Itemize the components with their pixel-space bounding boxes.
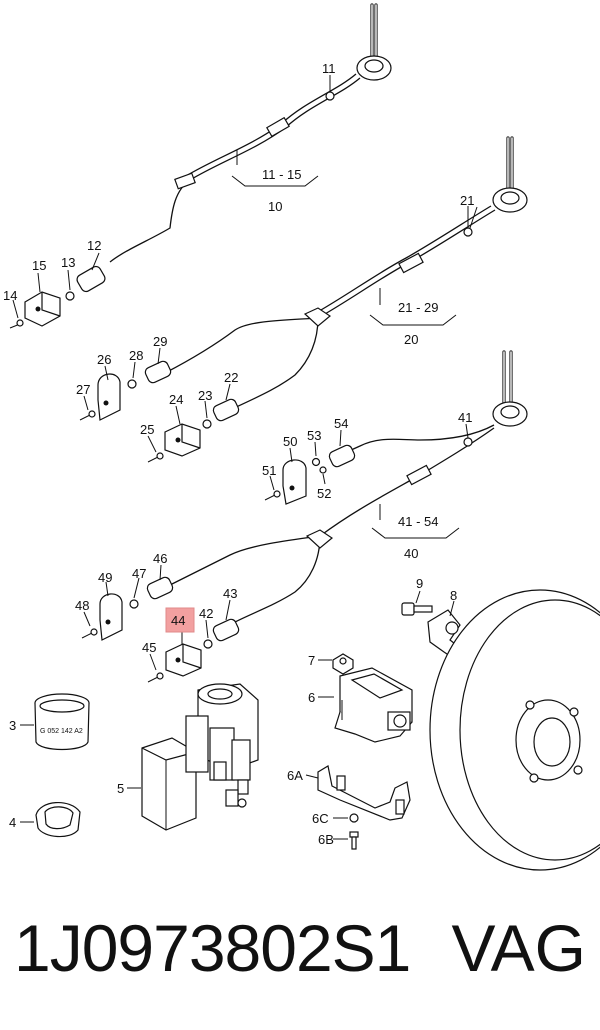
- callout-12: 12: [87, 238, 101, 253]
- group-label-10: 11 - 15 10: [262, 167, 302, 214]
- callout-24: 24: [169, 392, 183, 407]
- highlight-box-44: [165, 607, 195, 633]
- callout-29: 29: [153, 334, 167, 349]
- callout-7: 7: [308, 653, 315, 668]
- leader-lines: [12, 206, 478, 840]
- callout-25: 25: [140, 422, 154, 437]
- callout-28: 28: [129, 348, 143, 363]
- callout-6C: 6C: [312, 811, 329, 826]
- svg-text:11 - 15: 11 - 15: [262, 167, 302, 182]
- clip-21: [463, 227, 473, 237]
- sensor-50: [282, 459, 307, 505]
- cable-group-20: [79, 136, 528, 463]
- svg-text:21 - 29: 21 - 29: [398, 300, 438, 315]
- callout-6A: 6A: [287, 768, 303, 783]
- connector-43: [212, 618, 240, 642]
- callout-4: 4: [9, 815, 16, 830]
- callout-9: 9: [416, 576, 423, 591]
- connector-29: [144, 360, 172, 384]
- bracket-6A: [317, 765, 411, 821]
- callout-44: 44: [171, 613, 185, 628]
- callout-54: 54: [334, 416, 348, 431]
- callout-23: 23: [198, 388, 212, 403]
- nut-7: [332, 653, 354, 675]
- callout-49: 49: [98, 570, 112, 585]
- connector-22: [212, 398, 240, 422]
- parts-diagram: G 052 142 A2: [3, 3, 600, 871]
- callout-21: 21: [460, 193, 474, 208]
- brake-disc: [429, 589, 600, 871]
- brand-label: VAG: [451, 911, 586, 985]
- callout-41: 41: [458, 410, 472, 425]
- connector-12: [76, 265, 106, 293]
- clip-41: [463, 437, 473, 447]
- sensor-24: [164, 423, 201, 457]
- callout-3: 3: [9, 718, 16, 733]
- callout-22: 22: [224, 370, 238, 385]
- callout-26: 26: [97, 352, 111, 367]
- callout-50: 50: [283, 434, 297, 449]
- bolt-6B: [349, 831, 359, 850]
- cable-group-10: [9, 3, 392, 329]
- connector-54: [328, 444, 356, 468]
- callout-15: 15: [32, 258, 46, 273]
- callout-6: 6: [308, 690, 315, 705]
- callout-53: 53: [307, 428, 321, 443]
- callout-5: 5: [117, 781, 124, 796]
- clip-11: [325, 91, 335, 101]
- callouts: 11 12 13 14 15 21 22 23 24 25 26 27 28 2…: [3, 61, 474, 847]
- callout-46: 46: [153, 551, 167, 566]
- control-unit-5: [141, 737, 197, 831]
- svg-text:41 - 54: 41 - 54: [398, 514, 438, 529]
- connector-46: [146, 576, 174, 600]
- cable-group-40: [81, 350, 528, 683]
- callout-43: 43: [223, 586, 237, 601]
- callout-47: 47: [132, 566, 146, 581]
- sensor-45: [165, 643, 202, 677]
- splitter-20: [303, 307, 332, 327]
- part-number: 1J0973802S1: [14, 911, 411, 985]
- cap-4: [35, 802, 81, 838]
- sensor-26: [97, 373, 121, 421]
- callout-42: 42: [199, 606, 213, 621]
- callout-6B: 6B: [318, 832, 334, 847]
- bolt-9: [401, 602, 433, 616]
- seal-ring-3: G 052 142 A2: [34, 693, 90, 751]
- callout-27: 27: [76, 382, 90, 397]
- callout-8: 8: [450, 588, 457, 603]
- hydraulic-unit: [185, 683, 259, 808]
- splitter-40: [305, 529, 334, 549]
- callout-51: 51: [262, 463, 276, 478]
- callout-11: 11: [322, 61, 336, 76]
- svg-text:40: 40: [404, 546, 418, 561]
- callout-52: 52: [317, 486, 331, 501]
- group-label-20: 21 - 29 20: [398, 300, 438, 347]
- washer-6C: [349, 813, 359, 823]
- sensor-15: [24, 291, 61, 327]
- svg-text:10: 10: [268, 199, 282, 214]
- callout-14: 14: [3, 288, 17, 303]
- footer: 1J0973802S1 VAG: [0, 908, 600, 998]
- callout-13: 13: [61, 255, 75, 270]
- group-label-40: 41 - 54 40: [398, 514, 438, 561]
- ring-marking: G 052 142 A2: [40, 728, 83, 735]
- svg-text:20: 20: [404, 332, 418, 347]
- yaw-sensor-6: [334, 667, 413, 743]
- callout-48: 48: [75, 598, 89, 613]
- callout-45: 45: [142, 640, 156, 655]
- sensor-49: [99, 593, 123, 641]
